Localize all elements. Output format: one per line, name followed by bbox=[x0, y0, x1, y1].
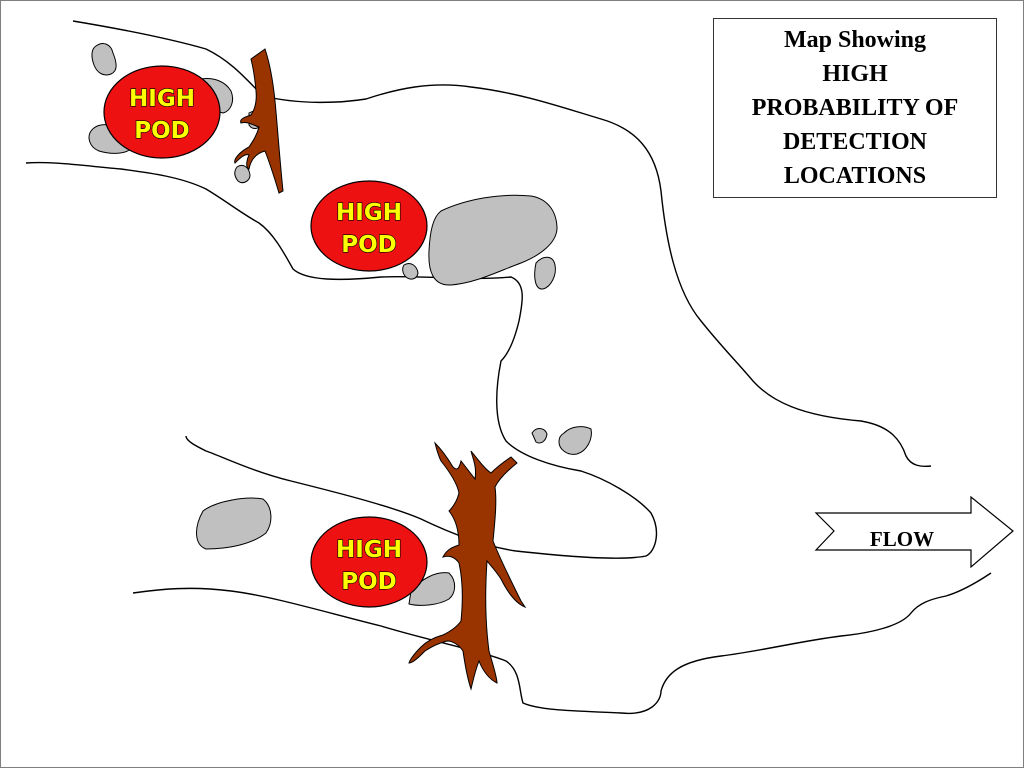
title-line-2: HIGH bbox=[822, 61, 888, 87]
map-title-box: Map Showing HIGH PROBABILITY OF DETECTIO… bbox=[713, 18, 997, 198]
pod-marker-3: HIGH POD bbox=[310, 516, 428, 608]
pod-label-line2: POD bbox=[341, 569, 397, 595]
flow-label: FLOW bbox=[870, 527, 934, 551]
rock bbox=[531, 428, 548, 444]
log-lower bbox=[408, 441, 527, 691]
rock bbox=[91, 43, 117, 76]
flow-arrow: FLOW bbox=[814, 495, 1014, 569]
large-boulder bbox=[428, 194, 558, 286]
log-upper bbox=[234, 48, 284, 194]
rock bbox=[408, 572, 456, 606]
pod-marker-2: HIGH POD bbox=[310, 180, 428, 272]
rock bbox=[534, 256, 556, 290]
logs bbox=[234, 48, 527, 691]
title-line-5: LOCATIONS bbox=[783, 163, 927, 189]
pod-marker-1: HIGH POD bbox=[103, 65, 221, 159]
pod-label-line1: HIGH bbox=[129, 86, 195, 112]
lower-bank bbox=[132, 572, 992, 715]
pod-label-line1: HIGH bbox=[336, 200, 402, 226]
title-line-1: Map Showing bbox=[783, 27, 927, 53]
pod-label-line1: HIGH bbox=[336, 537, 402, 563]
rock bbox=[558, 426, 592, 455]
rock bbox=[402, 263, 419, 280]
rock bbox=[234, 164, 251, 184]
title-line-3: PROBABILITY OF bbox=[751, 95, 959, 121]
upper-bank-lower-edge bbox=[25, 161, 658, 559]
pod-label-line2: POD bbox=[341, 232, 397, 258]
title-line-4: DETECTION bbox=[782, 129, 928, 155]
pod-label-line2: POD bbox=[134, 118, 190, 144]
rock bbox=[196, 497, 272, 550]
